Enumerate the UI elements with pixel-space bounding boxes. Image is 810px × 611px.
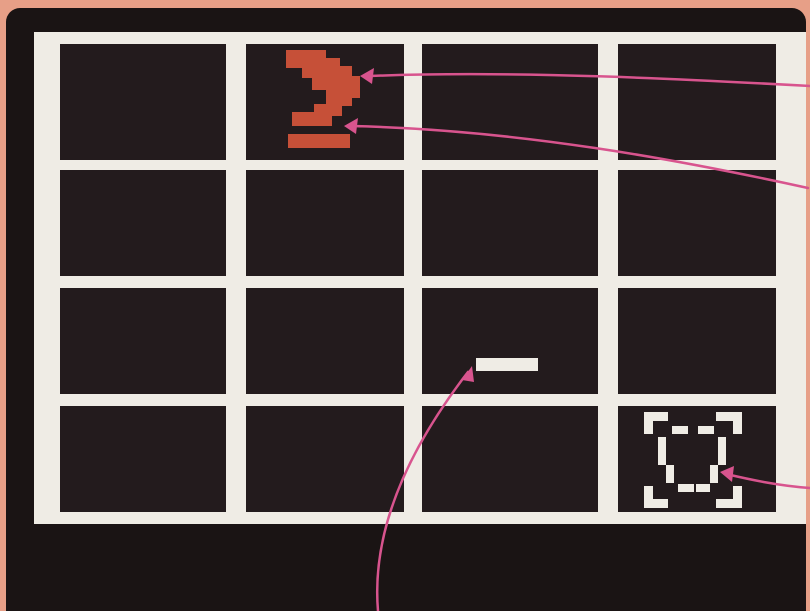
cell-r2-c3	[422, 170, 598, 276]
cell-r3-c4	[618, 288, 776, 394]
cell-r2-c2	[246, 170, 404, 276]
cell-r1-c3	[422, 44, 598, 160]
tv-screen	[6, 8, 806, 611]
cell-r4-c4	[618, 406, 776, 512]
game-board	[34, 32, 806, 524]
cell-r1-c1	[60, 44, 226, 160]
cell-r2-c1	[60, 170, 226, 276]
cell-r4-c3	[422, 406, 598, 512]
cell-r4-c1	[60, 406, 226, 512]
orange-bar-icon	[288, 134, 350, 148]
cell-r3-c3	[422, 288, 598, 394]
cell-r3-c1	[60, 288, 226, 394]
cell-r2-c4	[618, 170, 776, 276]
cell-r3-c2	[246, 288, 404, 394]
cell-r4-c2	[246, 406, 404, 512]
cell-r1-c4	[618, 44, 776, 160]
white-bar-icon	[476, 358, 538, 371]
